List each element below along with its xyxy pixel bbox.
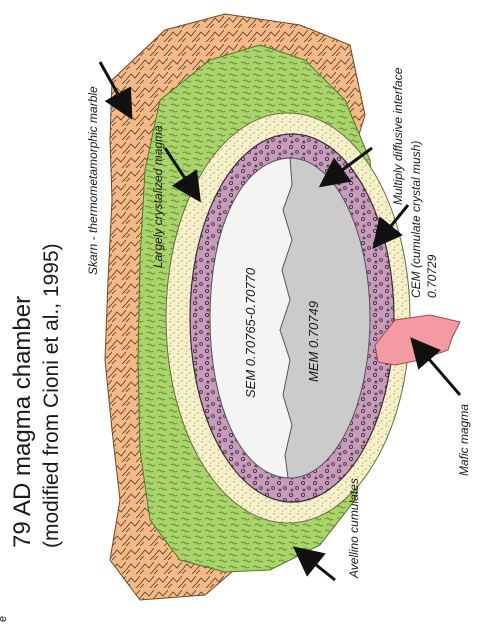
corner-mark: e: [0, 616, 9, 622]
label-avellino: Avellino cumulates: [347, 478, 361, 579]
arrow-avellino: [300, 552, 335, 580]
title-line1: 79 AD magma chamber: [9, 296, 36, 548]
label-mafic: Mafic magma: [457, 404, 471, 476]
label-sem: SEM 0.70765-0.70770: [243, 267, 258, 398]
label-cem-line1: CEM (cumulate crystal mush): [409, 141, 423, 298]
label-mem: MEM 0.70749: [306, 301, 321, 382]
title-line2: (modified from Cioni et al., 1995): [40, 243, 63, 548]
label-interface: Multiply diffusive interface: [391, 67, 405, 205]
label-crystallized: Largely crystalized magma: [151, 125, 165, 268]
chamber-core: [210, 158, 370, 478]
label-cem-line2: 0.70729: [425, 254, 439, 298]
label-skarn: Skarn - thermometamorphic marble: [86, 86, 100, 275]
